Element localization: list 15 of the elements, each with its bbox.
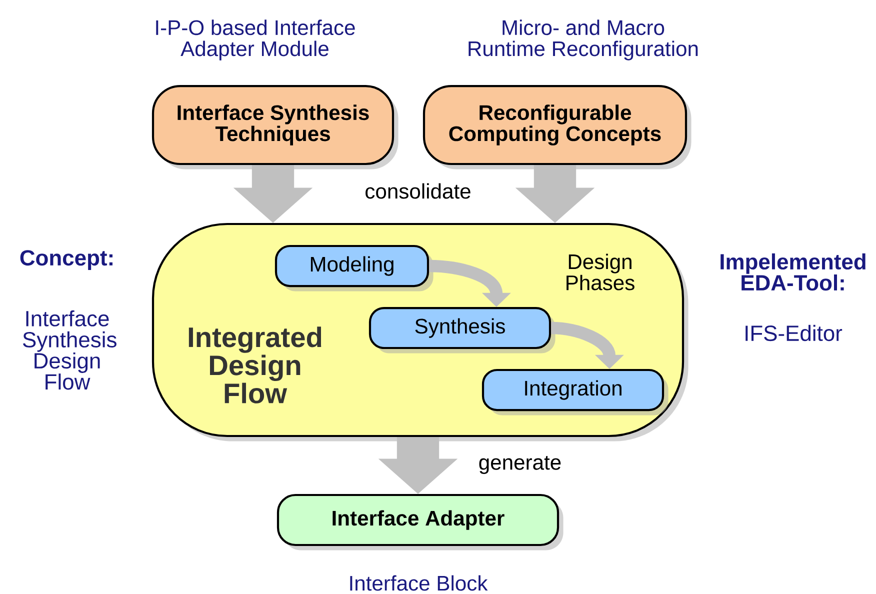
- side-label: Concept:: [20, 250, 112, 270]
- process-box: Interface Adapter: [276, 494, 564, 550]
- phase-box: Synthesis: [368, 306, 556, 354]
- phase-box: Modeling: [274, 244, 434, 292]
- caption-text: I-P-O based Interface Adapter Module: [156, 20, 355, 60]
- side-label: Impelemented EDA-Tool:: [720, 253, 866, 291]
- process-box: Reconfigurable Computing Concepts: [422, 84, 692, 170]
- side-label: Interface Synthesis Design Flow: [23, 310, 116, 390]
- edge-label: generate: [479, 456, 561, 474]
- caption-text: Interface Block: [350, 575, 488, 591]
- side-label: IFS-Editor: [746, 324, 842, 342]
- caption-text: Micro- and Macro Runtime Reconfiguration: [468, 20, 698, 60]
- process-box: Interface Synthesis Techniques: [152, 84, 398, 170]
- edge-label: consolidate: [366, 183, 470, 199]
- phase-box: Integration: [482, 368, 668, 416]
